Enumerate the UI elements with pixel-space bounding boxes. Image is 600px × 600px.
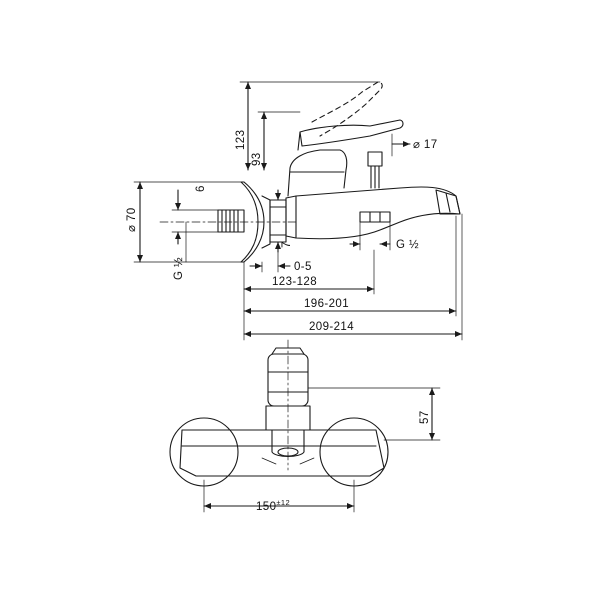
dim-height-overall: 123 <box>235 130 247 150</box>
spout-tip <box>435 189 461 215</box>
dim-handle-diameter: ⌀ 17 <box>413 139 438 151</box>
dim-height-lever: 93 <box>251 152 263 166</box>
lever-open-position <box>311 81 383 137</box>
hand-shower-outlet <box>359 211 391 223</box>
cartridge-body <box>287 149 348 197</box>
dim-handle-height: 57 <box>419 410 431 424</box>
front-view <box>169 339 441 513</box>
dim-inlet-offset: 6 <box>195 185 207 192</box>
mixer-bar <box>179 429 385 477</box>
dim-outlet-offset: 7 <box>281 241 293 248</box>
dim-depth-209: 209-214 <box>309 321 354 333</box>
dim-depth-123: 123-128 <box>272 276 317 288</box>
dim-inlet-thread: G ½ <box>173 257 185 280</box>
inlet-thread <box>217 209 245 233</box>
dim-centre-distance-value: 150 <box>256 501 276 513</box>
dim-escutcheon-diameter: ⌀ 70 <box>126 207 138 232</box>
lever-handle <box>299 119 404 147</box>
diverter-knob <box>367 151 383 167</box>
dim-wall-gap: 0-5 <box>294 261 312 273</box>
mixer-body <box>285 186 461 240</box>
dim-centre-tolerance: ±12 <box>276 498 290 507</box>
dim-depth-196: 196-201 <box>304 298 349 310</box>
dim-outlet-thread: G ½ <box>396 239 419 251</box>
dim-centre-distance: 150±12 <box>256 498 290 513</box>
connection-nut <box>269 199 287 243</box>
side-view <box>133 81 463 341</box>
